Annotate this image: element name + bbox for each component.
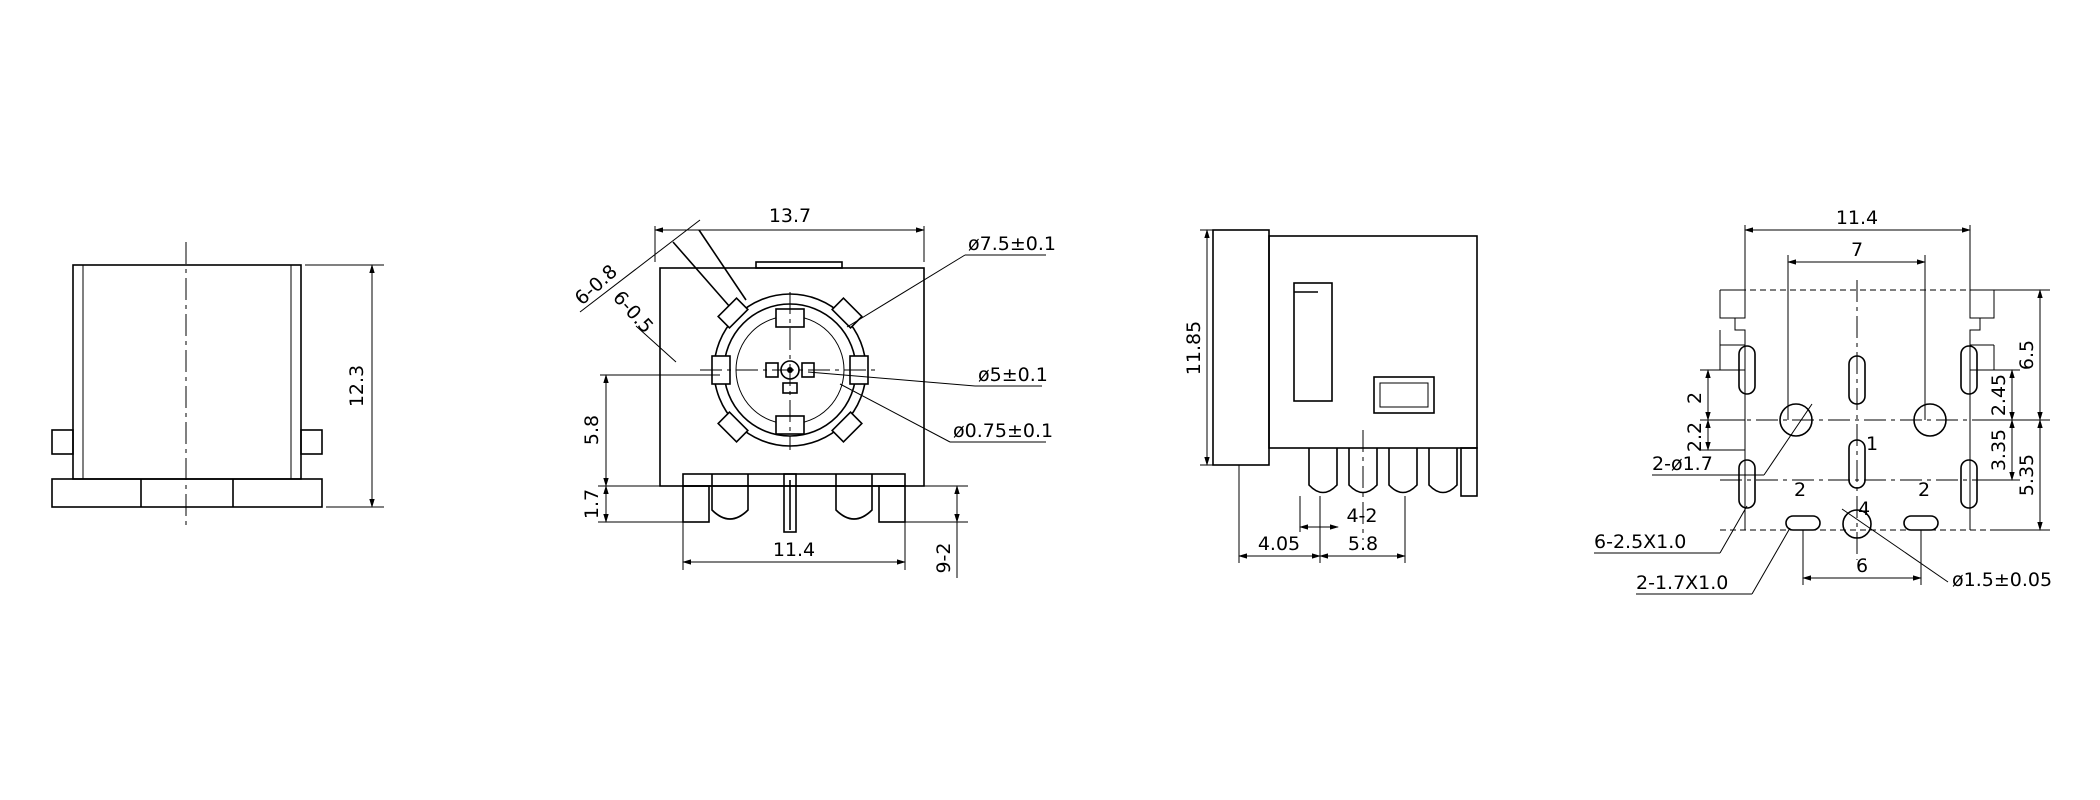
front-bottom-label: 11.4 xyxy=(773,539,815,561)
footprint-width-label: 11.4 xyxy=(1836,207,1878,229)
profile-window xyxy=(1373,376,1435,414)
footprint-dim-2: 2 xyxy=(1684,392,1706,404)
side-view: 12.3 xyxy=(51,242,384,528)
side-base xyxy=(51,478,323,508)
slot-label-a: 6-2.5X1.0 xyxy=(1594,531,1686,553)
slot-label-b: 2-1.7X1.0 xyxy=(1636,572,1728,594)
profile-leg-2 xyxy=(1348,448,1378,494)
profile-dim-5-8: 5.8 xyxy=(1348,533,1378,555)
front-center-pin xyxy=(783,473,797,533)
front-pin-label: 9-2 xyxy=(933,542,955,573)
front-dim-1-7: 1.7 xyxy=(581,489,603,519)
mount-hole-right xyxy=(1913,403,1947,437)
footprint-outline xyxy=(1720,289,1994,531)
footprint-dim-7: 7 xyxy=(1851,239,1863,261)
profile-leg-4 xyxy=(1428,448,1458,494)
front-left-lug xyxy=(711,474,749,520)
pin-number-2a: 2 xyxy=(1794,479,1806,501)
socket-key-slots xyxy=(711,297,869,443)
footprint-dim-2-2: 2.2 xyxy=(1684,422,1706,452)
dia-inner-label: ø5±0.1 xyxy=(978,364,1048,386)
dia-outer-leader xyxy=(846,254,966,328)
footprint-view: 11.4 7 xyxy=(1594,207,2052,595)
side-height-label: 12.3 xyxy=(346,365,368,407)
front-right-lug xyxy=(835,474,873,520)
slot xyxy=(1848,355,1866,405)
mount-hole-left xyxy=(1779,403,1813,437)
profile-view: 11.85 4.05 5.8 4-2 xyxy=(1183,229,1478,563)
side-body xyxy=(72,264,302,480)
dia-pin-label: ø0.75±0.1 xyxy=(953,420,1053,442)
footprint-dim-6: 6 xyxy=(1856,555,1868,577)
front-top-flange xyxy=(755,261,843,269)
footprint-dim-2-45: 2.45 xyxy=(1988,374,2010,416)
slot xyxy=(1848,439,1866,489)
profile-side-slot xyxy=(1293,282,1333,402)
profile-tail-pin xyxy=(1460,447,1478,497)
slot xyxy=(1738,459,1756,509)
dia-1-5-label: ø1.5±0.05 xyxy=(1952,569,2052,591)
pin-number-4: 4 xyxy=(1858,498,1870,520)
footprint-dim-3-35: 3.35 xyxy=(1988,429,2010,471)
profile-dim-4-2: 4-2 xyxy=(1346,505,1377,527)
dia-outer-label: ø7.5±0.1 xyxy=(968,233,1056,255)
dia-inner-leader xyxy=(807,371,976,387)
dia-pin-leader xyxy=(839,383,951,443)
pin-number-1: 1 xyxy=(1866,433,1878,455)
pin-number-2b: 2 xyxy=(1918,479,1930,501)
profile-body xyxy=(1268,235,1478,449)
pitch-label-b: 6-0.5 xyxy=(608,287,657,338)
profile-front-flange xyxy=(1212,229,1270,466)
dia-1-5-leader xyxy=(1841,508,1949,583)
profile-leg-1 xyxy=(1308,448,1338,494)
slot xyxy=(1960,459,1978,509)
front-dim-5-8: 5.8 xyxy=(581,415,603,445)
front-housing xyxy=(659,267,925,487)
slot xyxy=(1903,515,1939,531)
footprint-dim-6-5: 6.5 xyxy=(2016,340,2038,370)
slot xyxy=(1785,515,1821,531)
profile-leg-3 xyxy=(1388,448,1418,494)
hole-label: 2-ø1.7 xyxy=(1652,453,1713,475)
front-view: 13.7 xyxy=(571,205,1056,578)
front-left-pin xyxy=(682,485,710,523)
front-right-pin xyxy=(878,485,906,523)
profile-dim-4-05: 4.05 xyxy=(1258,533,1300,555)
side-right-tab xyxy=(300,429,323,455)
center-hole xyxy=(1842,509,1872,539)
footprint-dim-5-35: 5.35 xyxy=(2016,454,2038,496)
front-width-label: 13.7 xyxy=(769,205,811,227)
slot xyxy=(1960,345,1978,395)
side-left-tab xyxy=(51,429,74,455)
profile-height-label: 11.85 xyxy=(1183,321,1205,375)
footprint-slots xyxy=(1738,345,1978,531)
